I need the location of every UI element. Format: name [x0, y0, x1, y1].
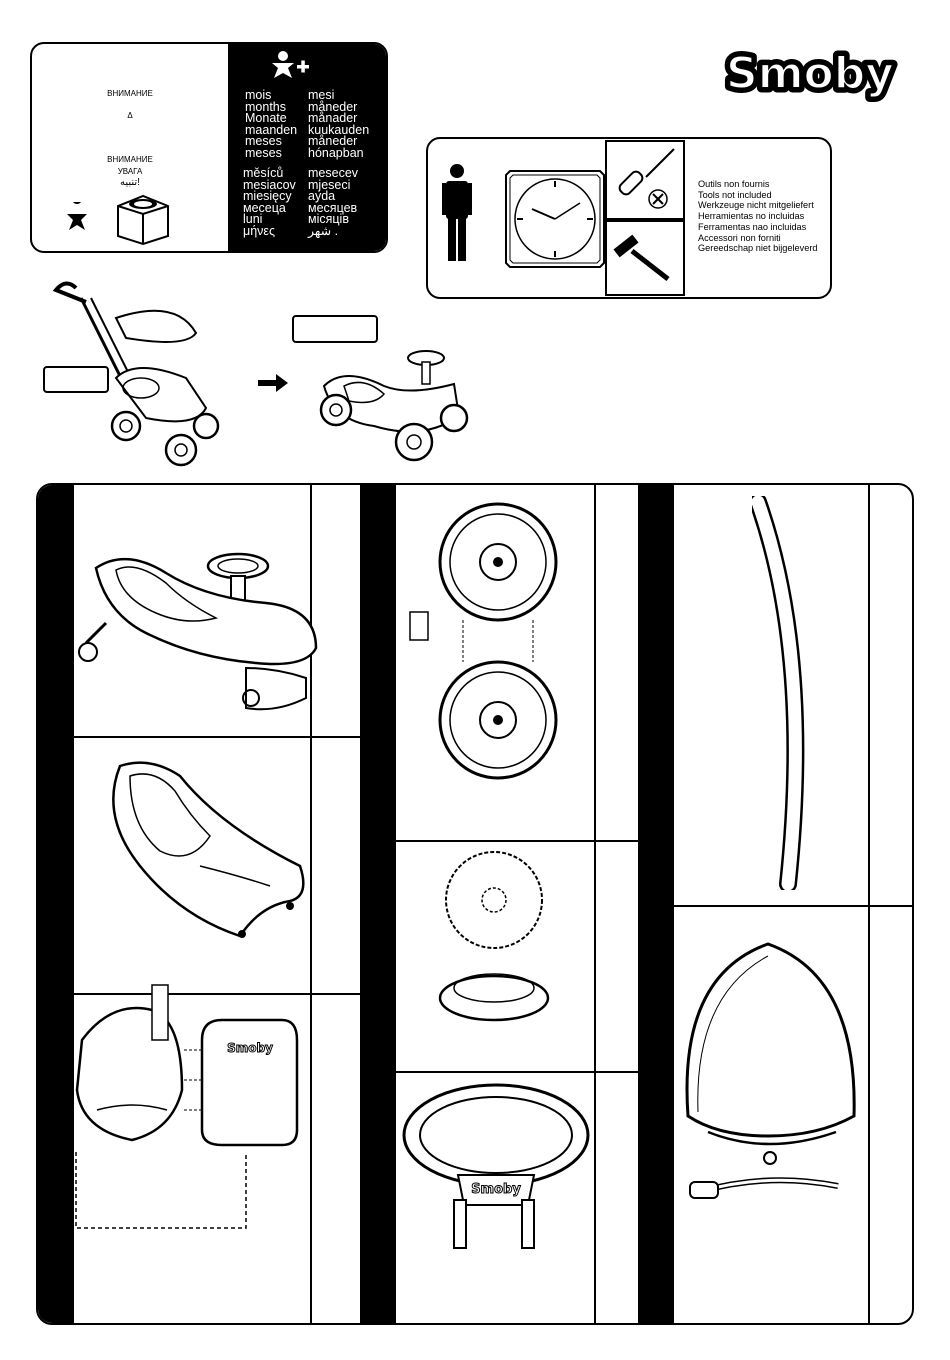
units-col-3: měsíců mesiacov miesięcy месеца luni μήν…	[243, 166, 296, 238]
small-parts-cube-icon	[117, 194, 169, 246]
variant-label-push-car	[43, 366, 109, 393]
step-body-illustration	[78, 552, 318, 711]
smoby-logo: Smoby Smoby	[722, 44, 899, 104]
svg-text:Smoby: Smoby	[471, 1182, 521, 1197]
units-col-1: mois months Monate maanden meses meses	[245, 88, 298, 160]
tools-not-included-text: Outils non fournis Tools not included We…	[698, 179, 818, 254]
warning-ru: ВНИМАНИЕ	[107, 89, 153, 98]
warning-ru-2: ВНИМАНИЕ	[107, 155, 153, 164]
units-col-4: mesecev mjeseci ayda месяцев місяців شهر…	[308, 166, 359, 238]
column-2-bar	[360, 485, 396, 1323]
age-warning-right: mois months Monate maanden meses meses m…	[228, 44, 386, 251]
screwdriver-icon	[605, 140, 685, 220]
variant-label-ride-on	[292, 315, 378, 343]
clock-icon	[505, 170, 605, 268]
dashed-connector	[75, 1152, 247, 1229]
assembly-steps-panel	[36, 483, 914, 1325]
ride-on-car-illustration	[319, 350, 469, 462]
units-col-2: mesi måneder månader kuukauden måneder h…	[308, 88, 370, 160]
svg-text:Smoby: Smoby	[726, 48, 894, 99]
warning-uk: УВАГА	[117, 167, 143, 176]
warning-symbol: Δ	[127, 111, 133, 120]
step-wheels-illustration	[409, 502, 558, 780]
step-pole-illustration	[752, 496, 805, 890]
age-warning-left: ВНИМАНИЕ Δ ВНИМАНИЕ УВАГА تنبيه!	[32, 44, 228, 251]
step-canopy-illustration	[685, 942, 856, 1199]
child-plus-icon	[272, 51, 309, 78]
step-seat-back-illustration: Smoby	[75, 984, 299, 1147]
arrow-right-icon	[258, 374, 288, 392]
svg-text:Smoby: Smoby	[726, 48, 894, 99]
small-parts-child-icon	[67, 202, 87, 230]
step-seat-illustration	[112, 761, 305, 938]
adult-icon	[442, 164, 472, 261]
column-3-bar	[638, 485, 674, 1323]
step-handle-illustration: Smoby	[402, 1083, 590, 1249]
svg-text:Smoby: Smoby	[227, 1041, 273, 1055]
push-car-illustration	[52, 281, 220, 467]
step-hubcap-illustration	[438, 851, 550, 1022]
age-warning-box: ВНИМАНИЕ Δ ВНИМАНИЕ УВАГА تنبيه! mois mo…	[30, 42, 388, 253]
warning-ar: تنبيه!	[120, 177, 140, 188]
hammer-icon	[605, 220, 685, 296]
tools-box: Outils non fournis Tools not included We…	[426, 137, 832, 299]
column-1-bar	[38, 485, 74, 1323]
